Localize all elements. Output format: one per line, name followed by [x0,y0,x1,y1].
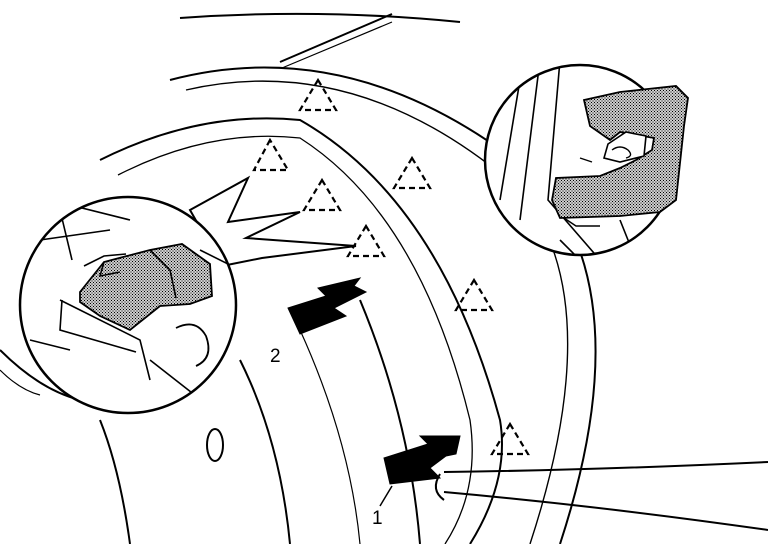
clip-marker-triangle [302,177,342,212]
clip-marker-triangle [252,137,290,172]
clip-marker-triangle [298,77,338,112]
pull-arrow-1 [383,435,461,485]
step-label-2: 2 [270,346,281,367]
callout-leaders [188,175,357,268]
clip-markers [252,77,530,456]
clip-marker-triangle [346,223,386,258]
clip-part-left [79,243,213,332]
pull-arrow-2 [287,277,368,335]
clip-marker-triangle [392,155,432,190]
step-label-1: 1 [372,508,383,529]
detail-circle-left [18,195,238,415]
pull-arrows [287,277,461,485]
step-1-leader [379,485,393,507]
clip-marker-triangle [454,277,494,312]
detail-circle-right [483,63,689,257]
clip-marker-triangle [490,421,530,456]
